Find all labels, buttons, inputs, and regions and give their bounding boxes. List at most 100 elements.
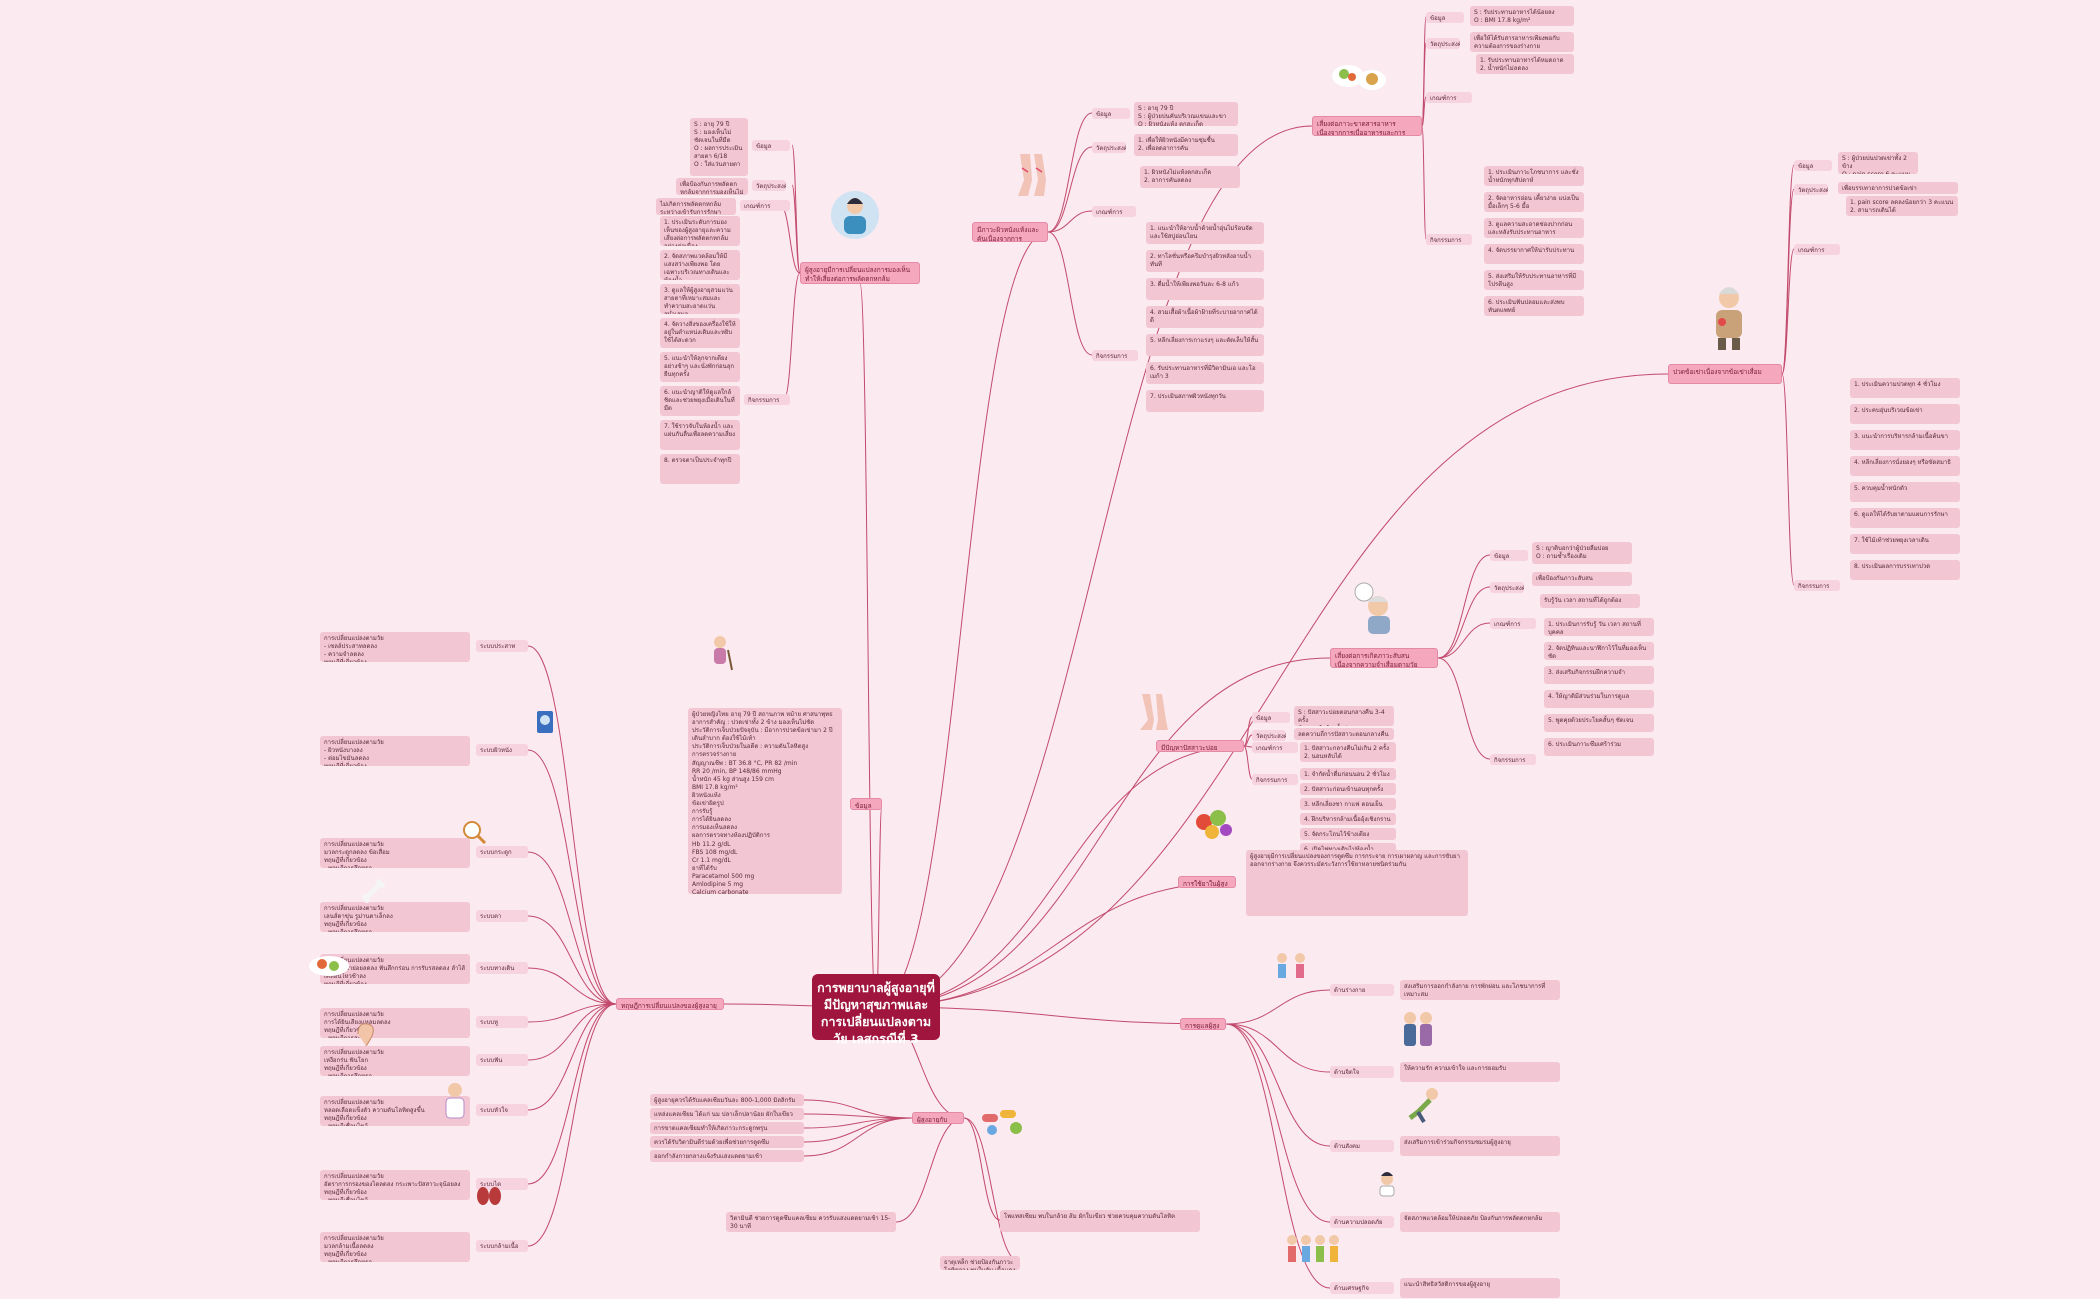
connector-line <box>875 657 1331 1008</box>
visual-goal: เพื่อป้องกันการพลัดตกหกล้มจากการมองเห็นไ… <box>676 178 748 195</box>
joint-act-item: 7. ใช้ไม้เท้าช่วยพยุงเวลาเดิน <box>1850 534 1960 554</box>
theory-system-label[interactable]: ระบบทางเดินอาหาร <box>476 962 528 974</box>
connector-line <box>1781 373 1795 586</box>
branch-vitamins-title[interactable]: ผู้สูงอายุกับแคลเซียม <box>912 1112 964 1124</box>
connector-line <box>1781 248 1795 375</box>
kidney-icon <box>477 1187 501 1205</box>
branch-memory-title[interactable]: เสี่ยงต่อการเกิดภาวะสับสนเนื่องจากความจำ… <box>1330 648 1438 668</box>
care-aspect-text: ส่งเสริมการออกกำลังกาย การพักผ่อน และโภช… <box>1400 980 1560 1000</box>
branch-nutrition-title[interactable]: เสี่ยงต่อภาวะขาดสารอาหารเนื่องจากการเบื่… <box>1312 116 1422 136</box>
children-playing-illustration <box>1277 953 1305 978</box>
calcium-item: ควรได้รับวิตามินดีร่วมด้วยเพื่อช่วยการดู… <box>650 1136 804 1148</box>
branch-info-title[interactable]: ข้อมูลทั่วไป <box>850 798 882 810</box>
skin-assess: S : อายุ 79 ปี S : ผู้ป่วยบ่นคันบริเวณแข… <box>1134 102 1238 126</box>
care-aspect-label[interactable]: ด้านเศรษฐกิจ <box>1330 1282 1394 1294</box>
theory-system-label[interactable]: ระบบกล้ามเนื้อ <box>476 1240 528 1252</box>
visual-goal-label: วัตถุประสงค์ <box>752 180 786 191</box>
urinary-goal-label: วัตถุประสงค์ <box>1252 730 1286 741</box>
connector-line <box>1047 231 1093 356</box>
joint-act-item: 6. ดูแลให้ได้รับยาตามแผนการรักษา <box>1850 508 1960 528</box>
connector-line <box>1243 745 1253 748</box>
connector-line <box>859 283 877 1008</box>
theory-system-label[interactable]: ระบบหู <box>476 1016 528 1028</box>
memory-act-item: 1. ประเมินการรับรู้ วัน เวลา สถานที่ บุค… <box>1544 618 1654 636</box>
visual-act-item: 7. ใช้ราวจับในห้องน้ำ และแผ่นกันลื่นเพื่… <box>660 420 740 450</box>
skin-criteria-label: เกณฑ์การประเมินผล <box>1092 206 1136 217</box>
connector-line <box>1243 745 1253 780</box>
nutrition-acts-label: กิจกรรมการพยาบาล <box>1426 234 1472 245</box>
connector-line <box>803 1113 913 1119</box>
branch-theories-title[interactable]: ทฤษฎีการเปลี่ยนแปลงของผู้สูงอายุ <box>616 998 724 1010</box>
urinary-act-item: 2. ปัสสาวะก่อนเข้านอนทุกครั้ง <box>1300 783 1396 795</box>
memory-criteria: รับรู้วัน เวลา สถานที่ได้ถูกต้อง <box>1540 594 1640 608</box>
memory-assess: S : ญาติบอกว่าผู้ป่วยลืมบ่อย O : ถามซ้ำเ… <box>1532 542 1632 564</box>
urinary-assess: S : ปัสสาวะบ่อยตอนกลางคืน 3-4 ครั้ง O : … <box>1294 706 1394 726</box>
branch-care-title[interactable]: การดูแลผู้สูงอายุ <box>1180 1018 1226 1030</box>
nutrition-act-item: 3. ดูแลความสะอาดช่องปากก่อนและหลังรับประ… <box>1484 218 1584 238</box>
calcium-item: แหล่งแคลเซียม ได้แก่ นม ปลาเล็กปลาน้อย ผ… <box>650 1108 804 1120</box>
care-aspect-label[interactable]: ด้านจิตใจ <box>1330 1066 1394 1078</box>
branch-skin-title[interactable]: มีภาวะผิวหนังแห้งและคันเนื่องจากการเปลี่… <box>972 222 1048 242</box>
memory-act-item: 6. ประเมินภาวะซึมเศร้าร่วม <box>1544 738 1654 756</box>
skin-goal: 1. เพื่อให้ผิวหนังมีความชุ่มชื้น 2. เพื่… <box>1134 134 1238 156</box>
care-aspect-text: ส่งเสริมการเข้าร่วมกิจกรรมชมรมผู้สูงอายุ <box>1400 1136 1560 1156</box>
theory-system-text: การเปลี่ยนแปลงตามวัย หลอดเลือดแข็งตัว คว… <box>320 1096 470 1126</box>
connector-line <box>803 1117 913 1143</box>
nutrition-act-item: 5. ส่งเสริมให้รับประทานอาหารที่มีโปรตีนส… <box>1484 270 1584 290</box>
theory-system-label[interactable]: ระบบประสาท <box>476 640 528 652</box>
theory-system-text: การเปลี่ยนแปลงตามวัย เหงือกร่น ฟันโยก ทฤ… <box>320 1046 470 1076</box>
connector-line <box>1421 96 1427 127</box>
joint-acts-label: กิจกรรมการพยาบาล <box>1794 580 1840 591</box>
visual-act-item: 6. แนะนำญาติให้ดูแลใกล้ชิดและช่วยพยุงเมื… <box>660 386 740 416</box>
skin-act-item: 1. แนะนำให้อาบน้ำด้วยน้ำอุ่นไม่ร้อนจัด แ… <box>1146 222 1264 244</box>
visual-act-item: 5. แนะนำให้ลุกจากเตียงอย่างช้าๆ และนั่งพ… <box>660 352 740 382</box>
urinary-acts-label: กิจกรรมการพยาบาล <box>1252 774 1298 785</box>
bone-icon <box>362 879 385 903</box>
legs-illustration <box>1018 154 1046 196</box>
urinary-goal: ลดความถี่การปัสสาวะตอนกลางคืน <box>1294 728 1394 740</box>
joint-act-item: 2. ประคบอุ่นบริเวณข้อเข่า <box>1850 404 1960 424</box>
food-tray-icon <box>309 956 349 976</box>
urinary-criteria-label: เกณฑ์การประเมินผล <box>1252 742 1298 753</box>
joint-act-item: 5. ควบคุมน้ำหนักตัว <box>1850 482 1960 502</box>
woman-with-glasses-illustration <box>831 191 879 239</box>
theory-system-label[interactable]: ระบบฟัน <box>476 1054 528 1066</box>
connector-line <box>875 881 1237 1008</box>
branch-medication-title[interactable]: การใช้ยาในผู้สูงอายุ <box>1178 876 1236 888</box>
vitamin-d-note: วิตามินดี ช่วยการดูดซึมแคลเซียม ควรรับแส… <box>726 1212 896 1232</box>
joint-act-item: 1. ประเมินความปวดทุก 4 ชั่วโมง <box>1850 378 1960 398</box>
connector-line <box>803 1117 913 1157</box>
skin-act-item: 6. รับประทานอาหารที่มีวิตามินเอ และโอเมก… <box>1146 362 1264 384</box>
care-aspect-label[interactable]: ด้านความปลอดภัย <box>1330 1216 1394 1228</box>
visual-criteria: ไม่เกิดการพลัดตกหกล้มระหว่างเข้ารับการรั… <box>656 198 736 215</box>
info-text: ผู้ป่วยหญิงไทย อายุ 79 ปี สถานภาพ หม้าย … <box>688 708 842 894</box>
visual-act-item: 1. ประเมินระดับการมองเห็นของผู้สูงอายุแล… <box>660 216 740 246</box>
care-aspect-label[interactable]: ด้านร่างกาย <box>1330 984 1394 996</box>
theory-system-label[interactable]: ระบบไต <box>476 1178 528 1190</box>
skin-act-item: 7. ประเมินสภาพผิวหนังทุกวัน <box>1146 390 1264 412</box>
memory-act-item: 4. ให้ญาติมีส่วนร่วมในการดูแล <box>1544 690 1654 708</box>
branch-joint-title[interactable]: ปวดข้อเข่าเนื่องจากข้อเข่าเสื่อม <box>1668 364 1782 384</box>
connector-line <box>963 1117 1001 1221</box>
nutrition-assess-label: ข้อมูลสนับสนุน <box>1426 12 1464 23</box>
theory-system-label[interactable]: ระบบหัวใจ <box>476 1104 528 1116</box>
connector-line <box>963 1117 1021 1263</box>
theory-system-label[interactable]: ระบบตา <box>476 910 528 922</box>
memory-assess-label: ข้อมูลสนับสนุน <box>1490 550 1528 561</box>
branch-urinary-title[interactable]: มีปัญหาปัสสาวะบ่อยเนื่องจากการเปลี่ยนแปล… <box>1156 740 1244 752</box>
urinary-act-item: 5. จัดกระโถนไว้ข้างเตียง <box>1300 828 1396 840</box>
care-aspect-text: จัดสภาพแวดล้อมให้ปลอดภัย ป้องกันการพลัดต… <box>1400 1212 1560 1232</box>
theory-system-label[interactable]: ระบบผิวหนัง <box>476 744 528 756</box>
branch-visual-title[interactable]: ผู้สูงอายุมีการเปลี่ยนแปลงการมองเห็นทำให… <box>800 262 920 284</box>
theory-system-label[interactable]: ระบบกระดูก <box>476 846 528 858</box>
care-aspect-label[interactable]: ด้านสังคม <box>1330 1140 1394 1152</box>
visual-act-item: 4. จัดวางสิ่งของเครื่องใช้ให้อยู่ในตำแหน… <box>660 318 740 348</box>
theory-system-text: การเปลี่ยนแปลงตามวัย - เซลล์ประสาทลดลง -… <box>320 632 470 662</box>
ear-icon <box>357 1023 374 1047</box>
visual-act-item: 3. ดูแลให้ผู้สูงอายุสวมแว่นสายตาที่เหมาะ… <box>660 284 740 314</box>
theory-system-text: การเปลี่ยนแปลงตามวัย อัตราการกรองของไตลด… <box>320 1170 470 1200</box>
iron-note: ธาตุเหล็ก ช่วยป้องกันภาวะโลหิตจาง พบในตั… <box>940 1256 1020 1270</box>
elderly-couple-illustration <box>1404 1012 1432 1046</box>
nutrition-goal: เพื่อให้ได้รับสารอาหารเพียงพอกับความต้อง… <box>1470 32 1574 52</box>
skin-act-item: 5. หลีกเลี่ยงการเกาแรงๆ และตัดเล็บให้สั้… <box>1146 334 1264 356</box>
